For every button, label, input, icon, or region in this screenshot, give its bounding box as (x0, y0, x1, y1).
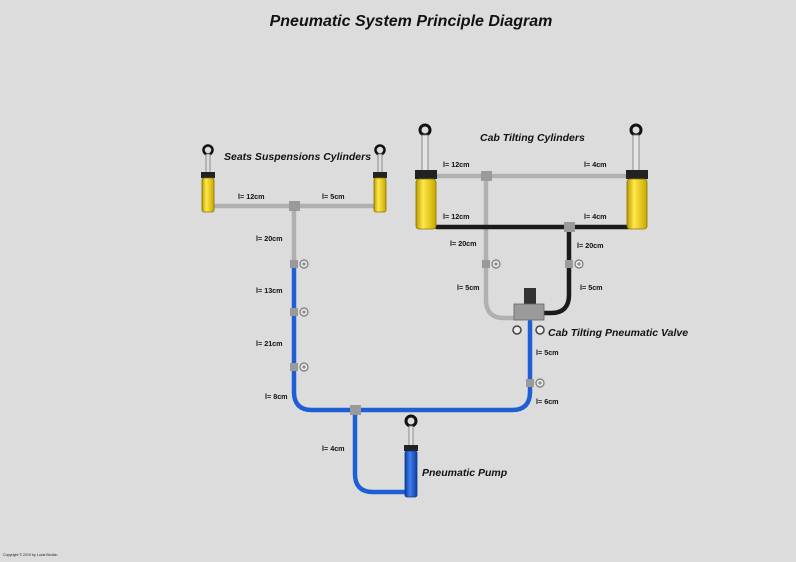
cab-bottom-t-connector (564, 222, 575, 232)
valve-label: Cab Tilting Pneumatic Valve (548, 327, 688, 339)
pneumatic-pump (404, 414, 418, 498)
seat-t-connector (289, 201, 300, 211)
seat-cylinder-left (201, 144, 215, 213)
cab-cylinders-label: Cab Tilting Cylinders (480, 132, 585, 144)
len-cab-top-right: l= 4cm (584, 160, 607, 169)
pump-blue-hose (352, 407, 408, 495)
connector-3 (290, 362, 309, 372)
fittings (289, 171, 584, 415)
black-hoses (434, 224, 631, 316)
len-cab-bot-left: l= 12cm (443, 212, 470, 221)
cab-top-t-connector (481, 171, 492, 181)
len-valve-6: l= 6cm (536, 397, 559, 406)
blue-hoses (291, 263, 533, 495)
len-cab-grey-20: l= 20cm (450, 239, 477, 248)
len-cab-black-20: l= 20cm (577, 241, 604, 250)
len-seat-drop: l= 20cm (256, 234, 283, 243)
seat-cylinder-right (373, 144, 387, 213)
len-cab-bot-right: l= 4cm (584, 212, 607, 221)
pump-label: Pneumatic Pump (422, 467, 508, 479)
len-blue-8: l= 8cm (265, 392, 288, 401)
cab-black-hose (535, 224, 572, 316)
len-blue-21: l= 21cm (256, 339, 283, 348)
connector-1 (290, 259, 309, 269)
len-valve-5: l= 5cm (536, 348, 559, 357)
page-title: Pneumatic System Principle Diagram (270, 13, 553, 30)
cab-cylinder-left (415, 123, 437, 230)
cab-tilting-valve (512, 288, 545, 335)
len-cab-top-left: l= 12cm (443, 160, 470, 169)
connector-4 (482, 259, 501, 269)
cab-cylinder-right (626, 123, 648, 230)
main-blue-hose (291, 263, 533, 413)
len-seat-left: l= 12cm (238, 192, 265, 201)
connector-2 (290, 307, 309, 317)
connector-5 (565, 259, 584, 269)
len-seat-right: l= 5cm (322, 192, 345, 201)
pump-t-connector (350, 405, 361, 415)
len-cab-black-5: l= 5cm (580, 283, 603, 292)
seats-label: Seats Suspensions Cylinders (224, 151, 371, 163)
cab-grey-hose (483, 173, 523, 321)
len-cab-grey-5: l= 5cm (457, 283, 480, 292)
copyright-text: Copyright © 2019 by Lucia Bedich (3, 553, 57, 557)
len-pump-4: l= 4cm (322, 444, 345, 453)
len-blue-13: l= 13cm (256, 286, 283, 295)
connector-6 (526, 378, 545, 388)
